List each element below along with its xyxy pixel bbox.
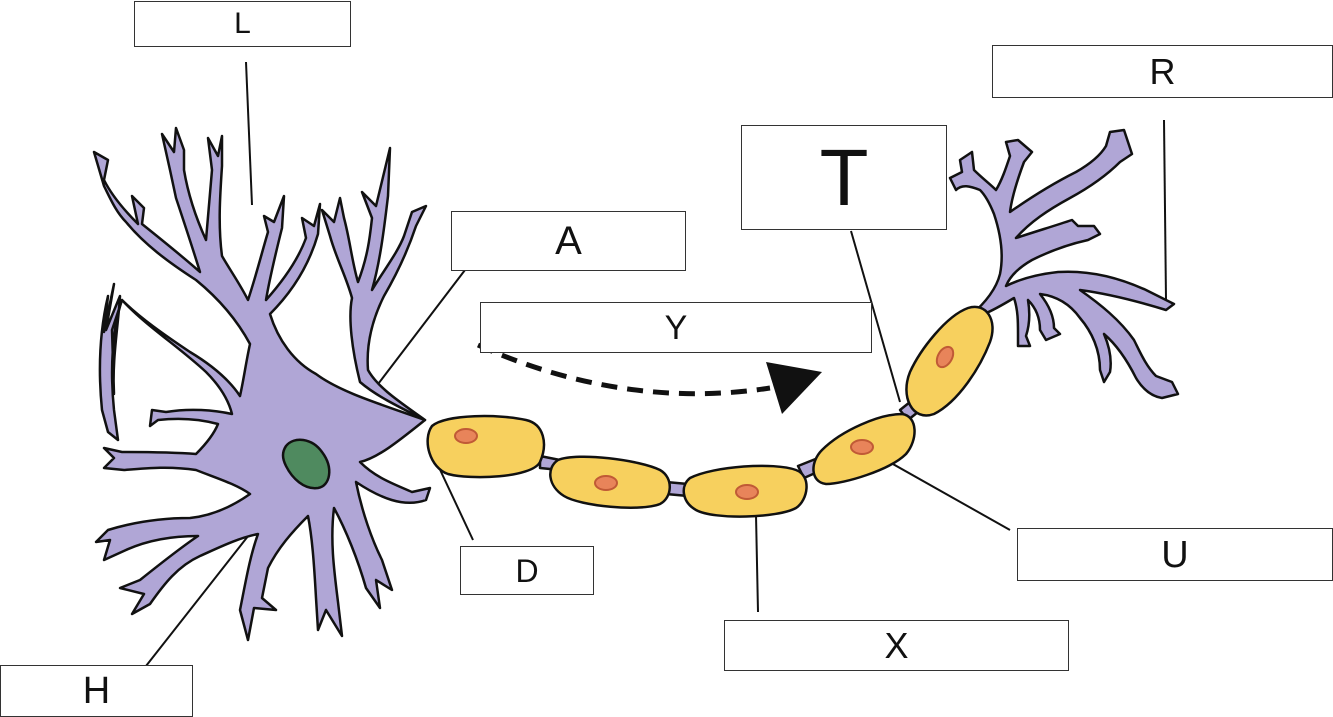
leader-line-L <box>245 61 253 206</box>
label-text-T: T <box>819 132 869 222</box>
label-box-A[interactable]: A <box>451 211 686 271</box>
arrow-dashed-path <box>476 342 771 397</box>
soma-main <box>92 126 432 642</box>
label-text-U: U <box>1161 533 1189 576</box>
schwann-nuclei <box>454 345 955 500</box>
label-text-R: R <box>1149 50 1176 92</box>
signal-direction-arrow <box>476 342 822 414</box>
leader-line-R <box>1163 119 1167 301</box>
axon-terminal <box>948 128 1180 400</box>
neuron-body <box>92 126 1180 642</box>
nucleus-shape <box>281 438 331 490</box>
label-text-D: D <box>515 552 539 589</box>
leader-line-A <box>371 269 466 393</box>
label-text-H: H <box>82 670 111 712</box>
label-box-R[interactable]: R <box>992 45 1333 98</box>
schwann-nucleus-5 <box>935 345 955 369</box>
label-text-A: A <box>555 219 582 263</box>
label-box-Y[interactable]: Y <box>480 302 872 353</box>
label-text-X: X <box>884 624 909 666</box>
soma-dendrites <box>320 146 428 422</box>
label-box-D[interactable]: D <box>460 546 594 595</box>
label-text-Y: Y <box>664 308 688 347</box>
label-box-L[interactable]: L <box>134 1 351 47</box>
schwann-nucleus-1 <box>454 428 478 444</box>
schwann-nucleus-3 <box>735 484 759 500</box>
leader-line-T <box>850 230 901 403</box>
label-text-L: L <box>234 7 251 40</box>
label-box-T[interactable]: T <box>741 125 947 230</box>
myelin-segment-1 <box>426 414 546 479</box>
arrow-head <box>766 362 822 414</box>
schwann-nucleus-4 <box>850 439 874 455</box>
label-box-X[interactable]: X <box>724 620 1069 671</box>
nucleus <box>281 438 331 490</box>
schwann-nucleus-2 <box>594 475 618 491</box>
label-box-H[interactable]: H <box>0 665 193 717</box>
leader-line-X <box>755 514 759 613</box>
label-box-U[interactable]: U <box>1017 528 1333 581</box>
